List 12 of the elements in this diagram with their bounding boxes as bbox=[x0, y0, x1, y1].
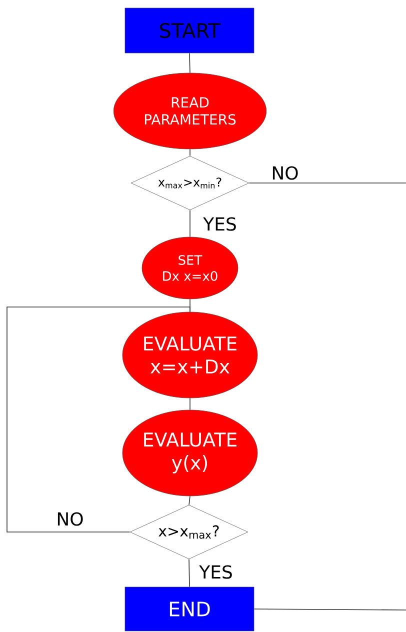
edge-label: YES bbox=[198, 564, 234, 580]
connector-line bbox=[6, 306, 190, 532]
connector-line bbox=[254, 608, 406, 610]
connector-line bbox=[189, 52, 190, 74]
edge-label: YES bbox=[202, 216, 238, 232]
connector-line bbox=[248, 182, 406, 184]
edge-label: NO bbox=[55, 511, 85, 527]
connector-line bbox=[188, 496, 190, 506]
connector-line bbox=[188, 558, 190, 588]
end-box: END bbox=[124, 586, 254, 632]
edge-label: NO bbox=[270, 165, 300, 181]
start-box: START bbox=[124, 8, 254, 54]
